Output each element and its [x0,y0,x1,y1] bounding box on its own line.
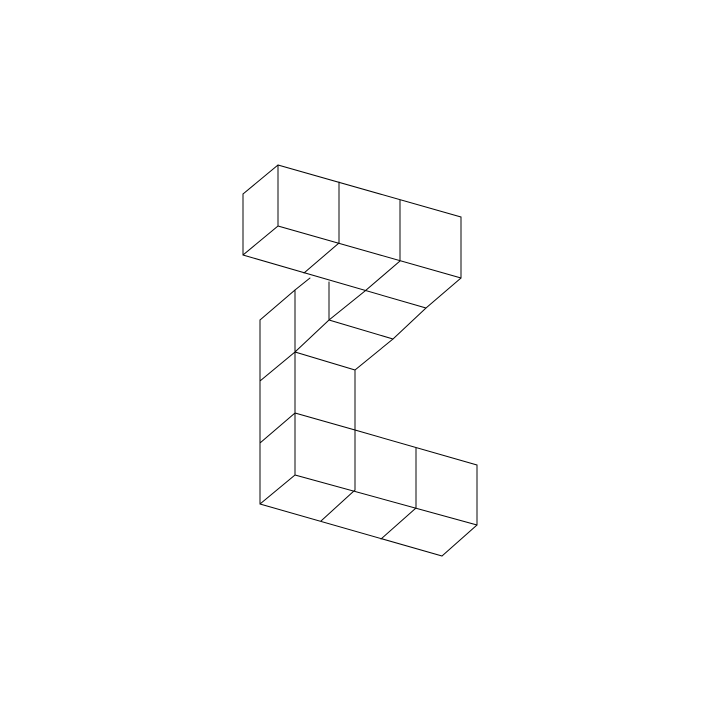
cube-edge [294,474,478,526]
vertical-column-edges [259,277,427,505]
cube-edge [380,507,417,540]
cube-edge [294,319,330,353]
cube-edges [242,164,478,557]
cube-edge [259,474,296,505]
cube-edge [328,319,394,340]
cube-edge [242,225,279,256]
cube-edge [328,290,366,321]
cube-edge [294,277,311,291]
cube-edge [425,277,462,309]
cube-edge [259,351,296,382]
cube-edge [303,242,340,274]
cube-edge [364,260,401,292]
cube-edge [277,225,462,279]
top-bar-edges [242,164,462,309]
cube-edge [354,338,394,371]
cube-edge [259,289,296,321]
cube-edge [441,524,478,557]
bottom-bar-edges [259,429,478,557]
cube-edge [294,351,356,371]
cube-edge [294,412,356,431]
cube-edge [242,164,279,195]
cube-edge [259,503,443,557]
cube-edge [277,164,462,218]
cube-edge [242,254,427,309]
cube-edge [320,489,356,522]
cube-edge [259,412,296,444]
cube-edge [392,307,427,340]
